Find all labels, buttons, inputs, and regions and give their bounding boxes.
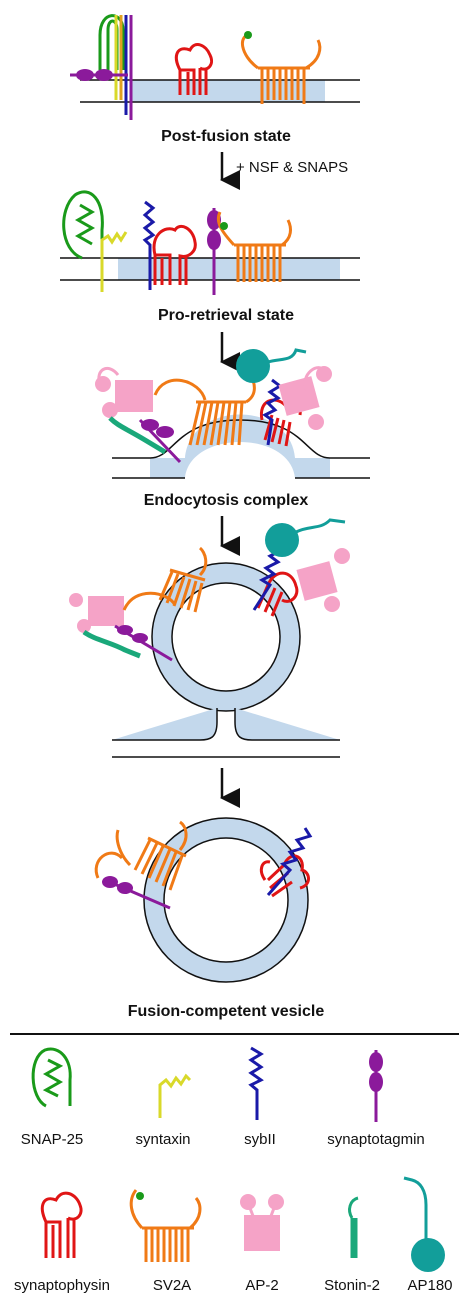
vesicle-neck bbox=[112, 708, 340, 741]
ap2-left-icon bbox=[95, 366, 153, 418]
post-fusion-panel bbox=[70, 14, 360, 120]
legend-label-syntaxin: syntaxin bbox=[135, 1131, 190, 1148]
sybii-icon bbox=[252, 548, 283, 611]
ap180-icon bbox=[403, 1176, 445, 1272]
ap2-icon bbox=[240, 1194, 284, 1251]
legend-item-sv2a: SV2A bbox=[129, 1189, 202, 1294]
legend-item-stonin2: Stonin-2 bbox=[324, 1196, 380, 1294]
ap2-right-icon bbox=[278, 366, 332, 430]
legend-label-stonin2: Stonin-2 bbox=[324, 1277, 380, 1294]
legend-label-sybii: sybII bbox=[244, 1131, 276, 1148]
membrane-patch bbox=[118, 258, 340, 280]
sv2a-icon bbox=[216, 211, 292, 282]
ap2-left-icon bbox=[69, 593, 124, 633]
legend-item-synaptophysin: synaptophysin bbox=[14, 1191, 110, 1294]
endocytosis-panel bbox=[95, 348, 370, 479]
step-label-nsf-snaps: + NSF & SNAPS bbox=[236, 159, 348, 176]
legend: SNAP-25 syntaxin sybII synaptotagmin bbox=[14, 1046, 453, 1294]
sv2a-tail-icon bbox=[153, 378, 207, 401]
synaptotagmin-left-icon bbox=[138, 418, 182, 464]
synaptophysin-icon bbox=[174, 43, 214, 95]
legend-label-ap2: AP-2 bbox=[245, 1277, 278, 1294]
stonin2-icon bbox=[348, 1196, 359, 1258]
synaptophysin-icon bbox=[40, 1191, 83, 1258]
legend-label-synaptophysin: synaptophysin bbox=[14, 1277, 110, 1294]
vesicle-lumen bbox=[171, 582, 281, 692]
legend-label-ap180: AP180 bbox=[407, 1277, 452, 1294]
sv2a-icon bbox=[188, 374, 256, 446]
sybii-icon bbox=[262, 378, 283, 446]
legend-item-syntaxin: syntaxin bbox=[135, 1073, 192, 1148]
sv2a-icon bbox=[241, 31, 322, 104]
pro-retrieval-panel bbox=[60, 190, 360, 295]
sv2a-icon bbox=[158, 546, 208, 613]
snap25-free-icon bbox=[62, 190, 104, 260]
stonin2-left-icon bbox=[82, 629, 141, 659]
membrane-patch bbox=[130, 80, 325, 102]
snap25-icon bbox=[31, 1047, 72, 1108]
stage-label-post-fusion: Post-fusion state bbox=[161, 128, 291, 145]
syntaxin-free-icon bbox=[100, 231, 128, 292]
snare-complex-icon bbox=[70, 14, 133, 120]
synaptotagmin-icon bbox=[369, 1050, 383, 1122]
legend-label-synaptotagmin: synaptotagmin bbox=[327, 1131, 425, 1148]
legend-item-ap180: AP180 bbox=[403, 1176, 453, 1294]
ap2-right-icon bbox=[296, 548, 350, 612]
sybii-icon bbox=[266, 827, 313, 896]
stage-label-endocytosis: Endocytosis complex bbox=[144, 492, 309, 509]
stage-label-fusion-competent: Fusion-competent vesicle bbox=[128, 1003, 325, 1020]
fusion-competent-panel bbox=[94, 817, 313, 983]
legend-item-synaptotagmin: synaptotagmin bbox=[327, 1050, 425, 1148]
legend-label-snap25: SNAP-25 bbox=[21, 1131, 84, 1148]
legend-item-sybii: sybII bbox=[244, 1046, 276, 1148]
stage-label-pro-retrieval: Pro-retrieval state bbox=[158, 307, 294, 324]
vesicle-pinching-panel bbox=[69, 518, 350, 758]
sv2a-tail-icon bbox=[94, 851, 124, 879]
synaptotagmin-left-icon bbox=[114, 624, 173, 662]
sv2a-icon bbox=[129, 1189, 202, 1262]
legend-item-snap25: SNAP-25 bbox=[21, 1047, 84, 1148]
ap180-icon bbox=[236, 348, 307, 383]
sv2a-tail-icon bbox=[122, 591, 177, 611]
legend-label-sv2a: SV2A bbox=[153, 1277, 191, 1294]
stonin2-left-icon bbox=[108, 416, 167, 455]
vesicle-lumen bbox=[163, 837, 289, 963]
sybii-icon bbox=[248, 1046, 264, 1120]
ap180-icon bbox=[265, 518, 346, 557]
sybii-synaptophysin-pair-icon bbox=[142, 200, 197, 290]
legend-item-ap2: AP-2 bbox=[240, 1194, 284, 1294]
syntaxin-icon bbox=[158, 1073, 192, 1118]
synaptotagmin-icon bbox=[102, 876, 171, 910]
sv2a-icon bbox=[115, 820, 188, 891]
